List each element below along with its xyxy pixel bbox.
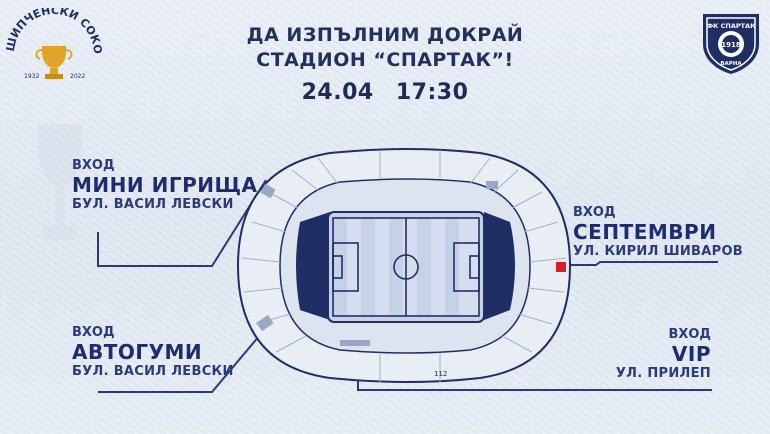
logo-left-year-1: 1932	[24, 73, 39, 80]
logo-right-text: ФК СПАРТАК	[707, 22, 756, 30]
match-datetime: 24.04 17:30	[0, 80, 770, 105]
entry-street: УЛ. КИРИЛ ШИВАРОВ	[573, 244, 744, 259]
sector-label: 112	[434, 370, 447, 378]
logo-right-sub: ВАРНА	[720, 61, 742, 67]
building-nw	[260, 183, 276, 199]
entry-mini-igrishta: ВХОД МИНИ ИГРИЩА БУЛ. ВАСИЛ ЛЕВСКИ	[72, 158, 257, 212]
entry-name: МИНИ ИГРИЩА	[72, 173, 258, 197]
entry-septemvri: ВХОД СЕПТЕМВРИ УЛ. КИРИЛ ШИВАРОВ	[573, 205, 743, 259]
match-time: 17:30	[395, 80, 469, 105]
logo-right-year: 1918	[721, 41, 741, 49]
building-ne	[486, 181, 498, 189]
septemvri-gate-marker	[556, 262, 566, 272]
building-s	[340, 340, 370, 346]
building-sw	[256, 314, 274, 332]
entry-name: VIP	[671, 342, 711, 366]
entry-label: ВХОД	[668, 327, 711, 342]
entry-name: СЕПТЕМВРИ	[573, 220, 717, 244]
stand-segments	[241, 150, 567, 382]
football-pitch	[332, 217, 480, 317]
entry-connector-lines	[97, 179, 718, 393]
match-date: 24.04	[301, 80, 374, 105]
entry-vip: ВХОД VIP УЛ. ПРИЛЕП	[601, 327, 711, 381]
entry-label: ВХОД	[72, 325, 115, 340]
west-stand	[296, 212, 330, 320]
cup-watermark	[38, 124, 82, 240]
logo-left-year-2: 2022	[70, 73, 85, 80]
entry-avtogumi: ВХОД АВТОГУМИ БУЛ. ВАСИЛ ЛЕВСКИ	[72, 325, 234, 379]
entry-label: ВХОД	[573, 205, 616, 220]
headline-line-1: ДА ИЗПЪЛНИМ ДОКРАЙ	[246, 24, 524, 46]
fk-spartak-logo: 1918 ФК СПАРТАК ВАРНА	[703, 14, 759, 74]
headline-line-2: СТАДИОН “СПАРТАК”!	[256, 49, 514, 71]
entry-street: УЛ. ПРИЛЕП	[615, 366, 711, 381]
entry-street: БУЛ. ВАСИЛ ЛЕВСКИ	[72, 364, 234, 379]
entry-street: БУЛ. ВАСИЛ ЛЕВСКИ	[72, 197, 234, 212]
east-stand	[484, 212, 515, 320]
entry-name: АВТОГУМИ	[72, 340, 203, 364]
entry-label: ВХОД	[72, 158, 115, 173]
shipchenski-sokol-logo: ШИПЧЕНСКИ СОКОЛЬ 1932 2022	[6, 8, 102, 80]
